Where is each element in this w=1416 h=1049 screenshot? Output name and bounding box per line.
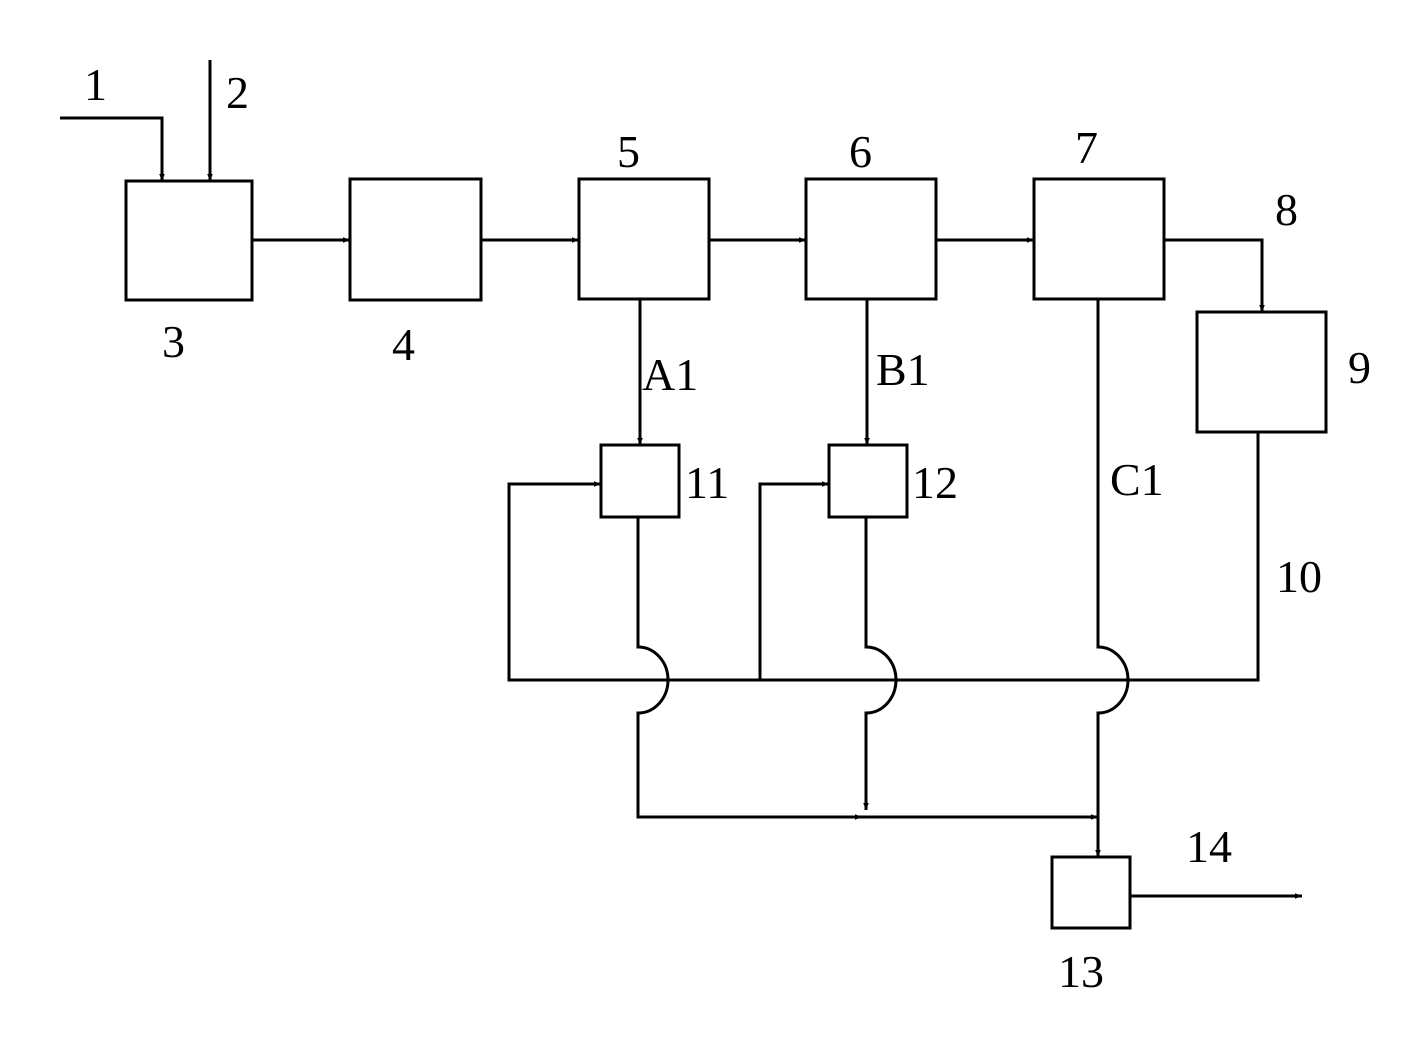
label-11: 11 — [685, 457, 729, 508]
label-7: 7 — [1075, 122, 1098, 173]
stream-10-line — [507, 432, 1260, 682]
stream-1-line — [60, 116, 165, 181]
box-6 — [804, 177, 938, 301]
label-8: 8 — [1275, 184, 1298, 235]
box-12 — [827, 443, 909, 519]
label-12: 12 — [912, 457, 958, 508]
stream-8-line — [1164, 238, 1265, 312]
label-b1: B1 — [876, 344, 930, 395]
label-3: 3 — [162, 316, 185, 367]
box-9 — [1195, 310, 1328, 434]
label-5: 5 — [617, 126, 640, 177]
stream-10-branch-12 — [758, 481, 829, 680]
label-9: 9 — [1348, 342, 1371, 393]
box-7 — [1032, 177, 1166, 301]
label-14: 14 — [1186, 821, 1232, 872]
box-13 — [1050, 855, 1132, 930]
stream-c1-line — [1095, 299, 1130, 857]
label-c1: C1 — [1110, 454, 1164, 505]
label-13: 13 — [1058, 946, 1104, 997]
box-4 — [348, 177, 483, 302]
box-5 — [577, 177, 711, 301]
label-6: 6 — [849, 126, 872, 177]
label-2: 2 — [226, 67, 249, 118]
outlet-12-line — [863, 517, 898, 810]
label-4: 4 — [392, 319, 415, 370]
label-1: 1 — [84, 59, 107, 110]
label-10: 10 — [1276, 551, 1322, 602]
label-a1: A1 — [642, 349, 698, 400]
box-11 — [599, 443, 681, 519]
outlet-11-line — [636, 517, 862, 820]
box-3 — [124, 179, 254, 302]
